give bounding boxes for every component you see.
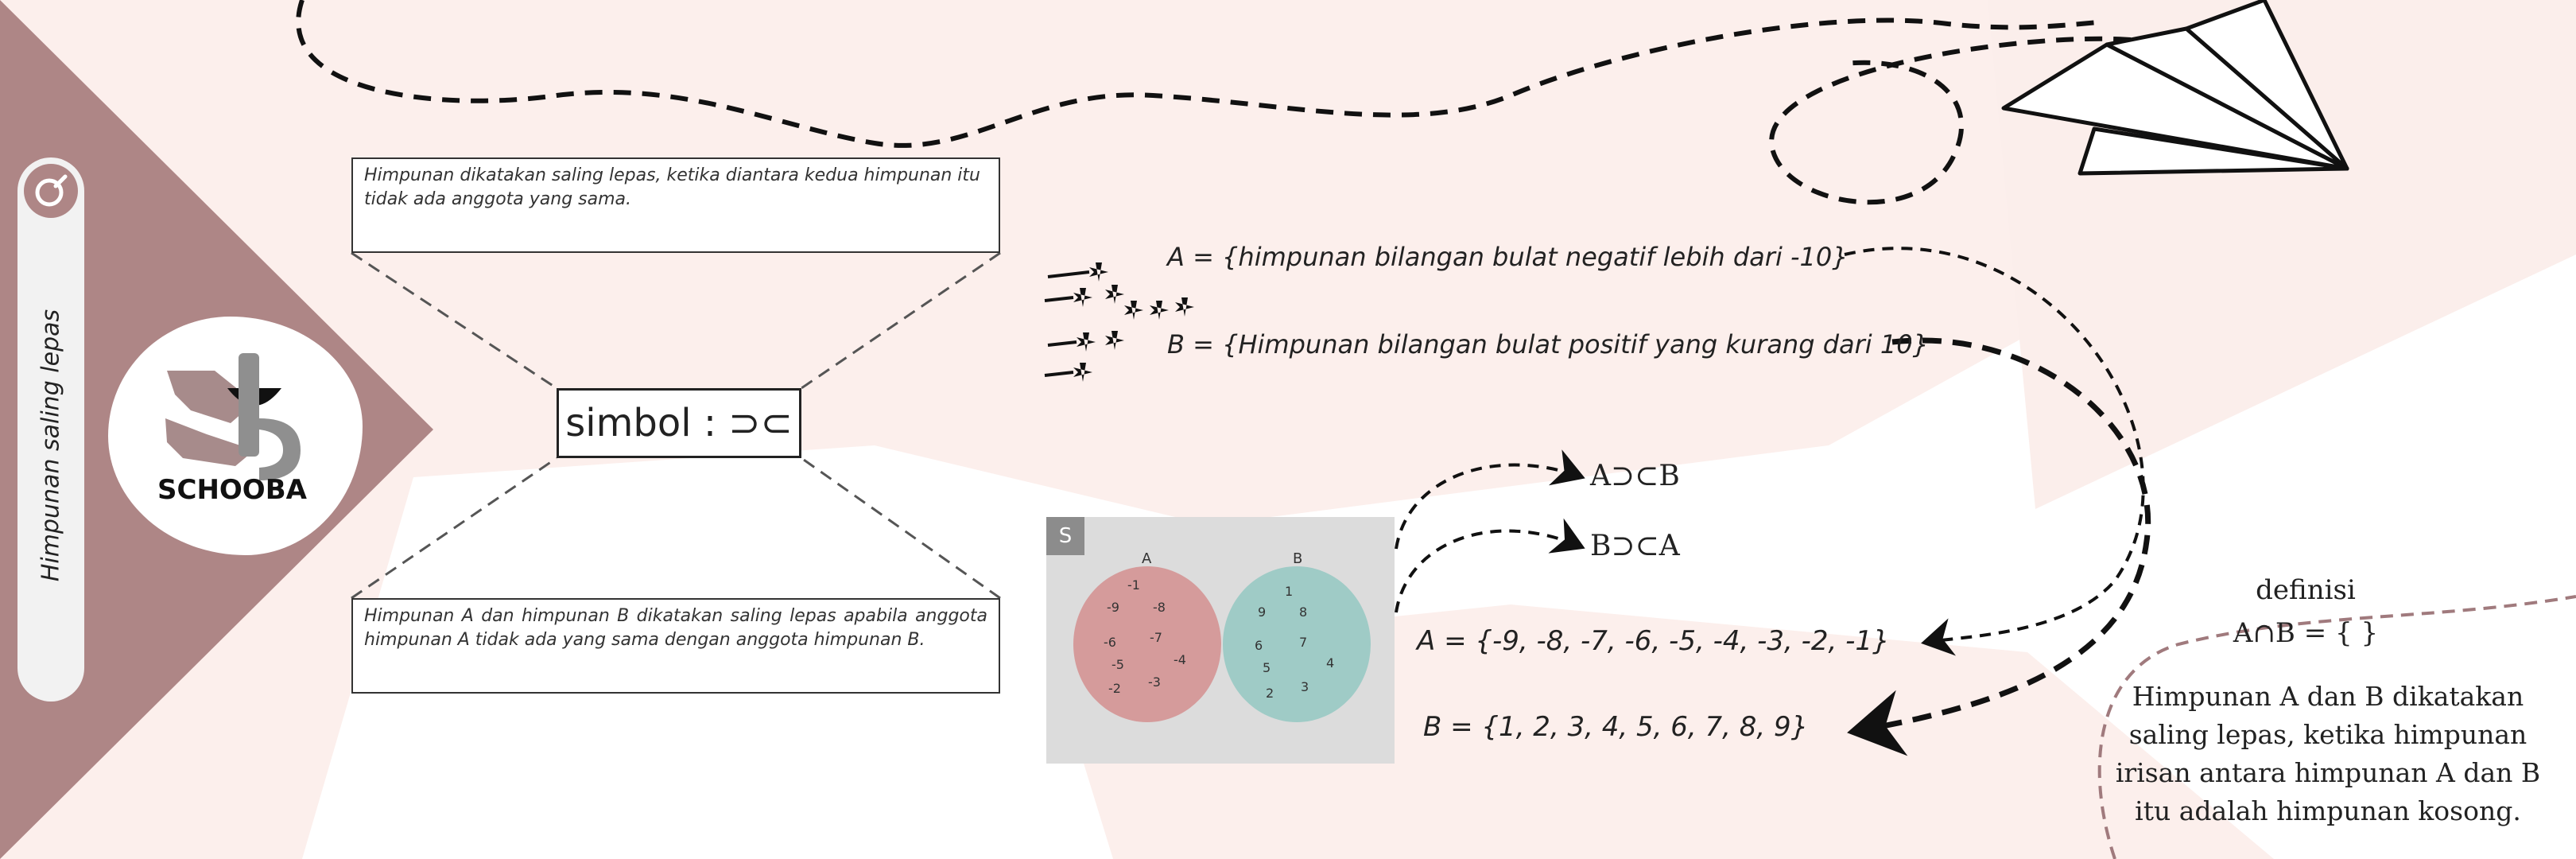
definition-body: Himpunan A dan B dikatakan saling lepas,…	[2115, 681, 2541, 826]
sidebar-pill	[17, 157, 84, 702]
brand-name: SCHOOBA	[157, 474, 307, 506]
definition-heading: definisi	[2256, 574, 2356, 606]
venn-number: -7	[1150, 630, 1162, 645]
venn-number: 3	[1301, 679, 1309, 694]
venn-number: 9	[1258, 604, 1267, 620]
schooba-logo-icon	[165, 353, 301, 480]
venn-number: 5	[1263, 660, 1271, 675]
venn-number: -5	[1111, 657, 1124, 672]
venn-number: 8	[1299, 604, 1308, 620]
circle-b	[1223, 566, 1371, 722]
venn-number: 7	[1299, 635, 1308, 650]
venn-number: -4	[1174, 652, 1186, 667]
set-a-description: A = {himpunan bilangan bulat negatif leb…	[1167, 242, 1849, 272]
top-definition-note: Himpunan dikatakan saling lepas, ketika …	[351, 157, 1000, 253]
search-icon[interactable]	[17, 157, 177, 396]
symbol-box: simbol : ⊃⊂	[557, 388, 801, 458]
set-b-members: B = {1, 2, 3, 4, 5, 6, 7, 8, 9}	[1423, 711, 1809, 743]
paper-plane-icon	[2001, 0, 2349, 176]
venn-number: -9	[1107, 600, 1119, 615]
venn-number: 4	[1326, 655, 1335, 670]
universe-label: S	[1046, 517, 1084, 555]
logo-blob	[108, 317, 363, 555]
set-a-members: A = {-9, -8, -7, -6, -5, -4, -3, -2, -1}	[1417, 625, 1890, 657]
venn-number: 6	[1255, 638, 1263, 653]
venn-number: -6	[1104, 635, 1116, 650]
circle-a-label: A	[1142, 550, 1152, 567]
circle-b-label: B	[1293, 550, 1303, 567]
relation-b-a: B⊃⊂A	[1590, 530, 1680, 562]
venn-number: -2	[1108, 681, 1121, 696]
venn-number: -8	[1153, 600, 1166, 615]
circle-a	[1073, 566, 1221, 722]
venn-number: 2	[1266, 686, 1274, 701]
airplane-icon	[1044, 262, 1194, 382]
venn-number: 1	[1285, 584, 1294, 599]
bottom-definition-note: Himpunan A dan himpunan B dikatakan sali…	[351, 598, 1000, 694]
venn-number: -1	[1127, 577, 1140, 593]
relation-a-b: A⊃⊂B	[1590, 460, 1680, 492]
set-b-description: B = {Himpunan bilangan bulat positif yan…	[1167, 329, 1929, 360]
venn-diagram: S A B -1 -9 -8 -6 -7 -5 -4 -2 -3 1 9 8 6…	[1046, 517, 1395, 764]
definition-formula: A∩B = { }	[2233, 617, 2379, 649]
venn-number: -3	[1148, 674, 1161, 690]
